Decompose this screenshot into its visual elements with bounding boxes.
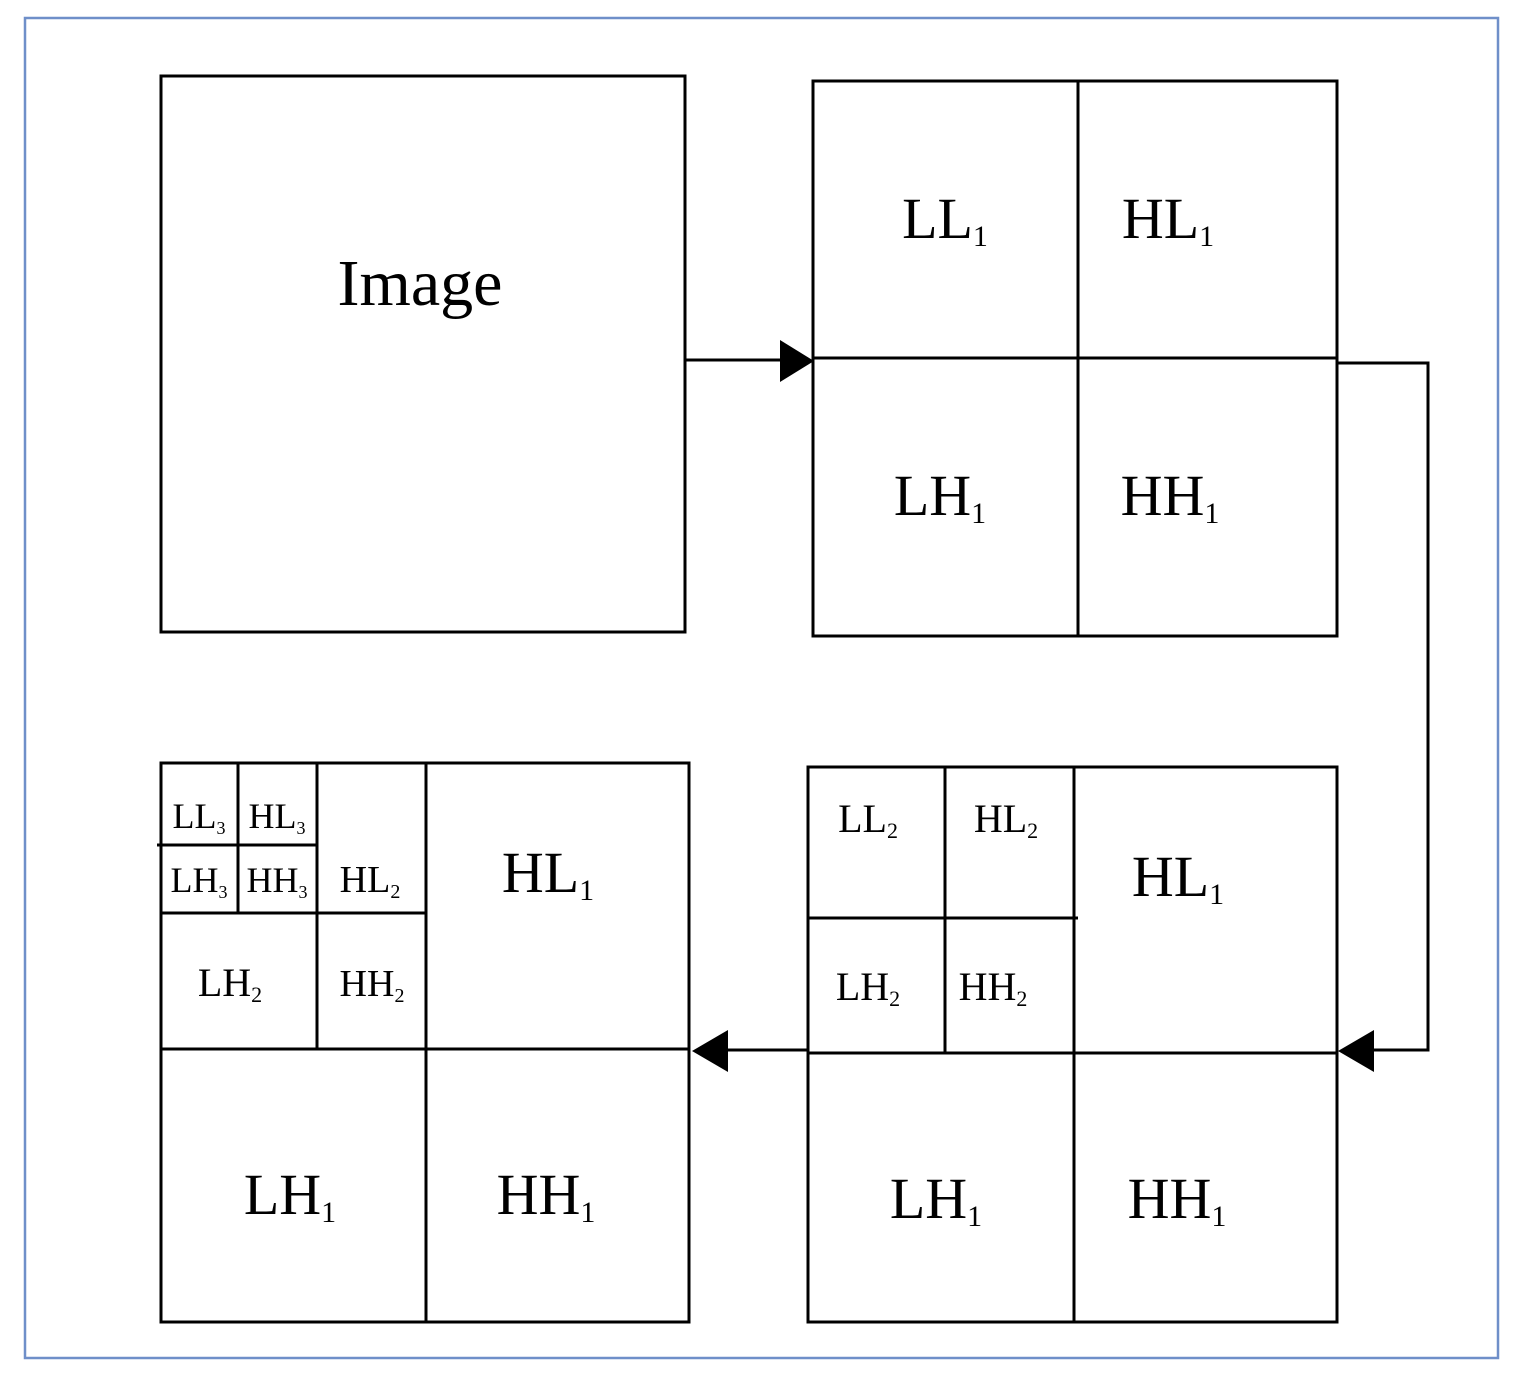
level2-hl2-label: HL2 <box>974 796 1038 843</box>
level3-hl2-label: HL2 <box>340 859 401 903</box>
level1-lh1-label: LH1 <box>894 463 986 530</box>
level3-ll3-label: LL3 <box>173 796 226 838</box>
arrow-level2-to-level3 <box>692 1030 808 1072</box>
level2-block: LL2 HL2 LH2 HH2 HL1 LH1 HH1 <box>806 765 1339 1324</box>
level2-hh2-label: HH2 <box>959 964 1028 1011</box>
level2-lh1-label: LH1 <box>890 1166 982 1233</box>
level3-hh1-label: HH1 <box>497 1162 596 1229</box>
level3-hl3-label: HL3 <box>249 796 306 838</box>
level3-block: LL3 HL3 LH3 HH3 HL2 LH2 HH2 HL1 LH1 HH1 <box>157 761 691 1324</box>
level3-lh2-label: LH2 <box>198 960 262 1007</box>
level1-block: LL1 HL1 LH1 HH1 <box>811 79 1339 638</box>
outer-frame <box>23 16 1500 1360</box>
level2-ll2-label: LL2 <box>838 796 898 843</box>
level3-hl1-label: HL1 <box>502 840 594 907</box>
level3-lh1-label: LH1 <box>244 1162 336 1229</box>
image-block: Image <box>159 74 687 634</box>
level2-hl1-label: HL1 <box>1132 844 1224 911</box>
level3-hh3-label: HH3 <box>247 860 308 902</box>
level1-hl1-label: HL1 <box>1122 186 1214 253</box>
arrow-image-to-level1 <box>686 340 814 382</box>
arrow-level1-to-level2 <box>1338 361 1430 1072</box>
image-label: Image <box>338 247 503 320</box>
level3-lh3-label: LH3 <box>171 860 228 902</box>
level2-hh1-label: HH1 <box>1128 1166 1227 1233</box>
level2-lh2-label: LH2 <box>836 964 900 1011</box>
level1-hh1-label: HH1 <box>1121 463 1220 530</box>
level3-hh2-label: HH2 <box>340 963 405 1007</box>
level1-ll1-label: LL1 <box>902 186 988 253</box>
